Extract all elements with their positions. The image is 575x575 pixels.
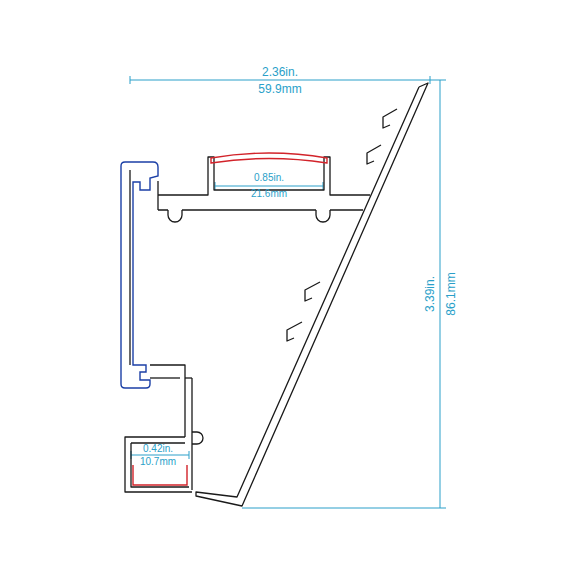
clip-cover — [121, 162, 158, 388]
dimension-label: 3.39in. — [424, 276, 436, 312]
dimension-lines — [130, 76, 446, 508]
aluminium-profile — [125, 83, 428, 506]
dimension-label: 0.85in. — [254, 173, 284, 183]
dimension-label: 0.42in. — [143, 444, 173, 454]
diffuser — [211, 153, 327, 163]
dimension-label: 21.6mm — [251, 189, 287, 199]
dimension-label: 10.7mm — [140, 457, 176, 467]
dimension-label: 59.9mm — [258, 83, 301, 95]
diffuser — [133, 465, 187, 485]
dimension-label: 86.1mm — [445, 272, 457, 315]
dimension-label: 2.36in. — [262, 66, 298, 78]
